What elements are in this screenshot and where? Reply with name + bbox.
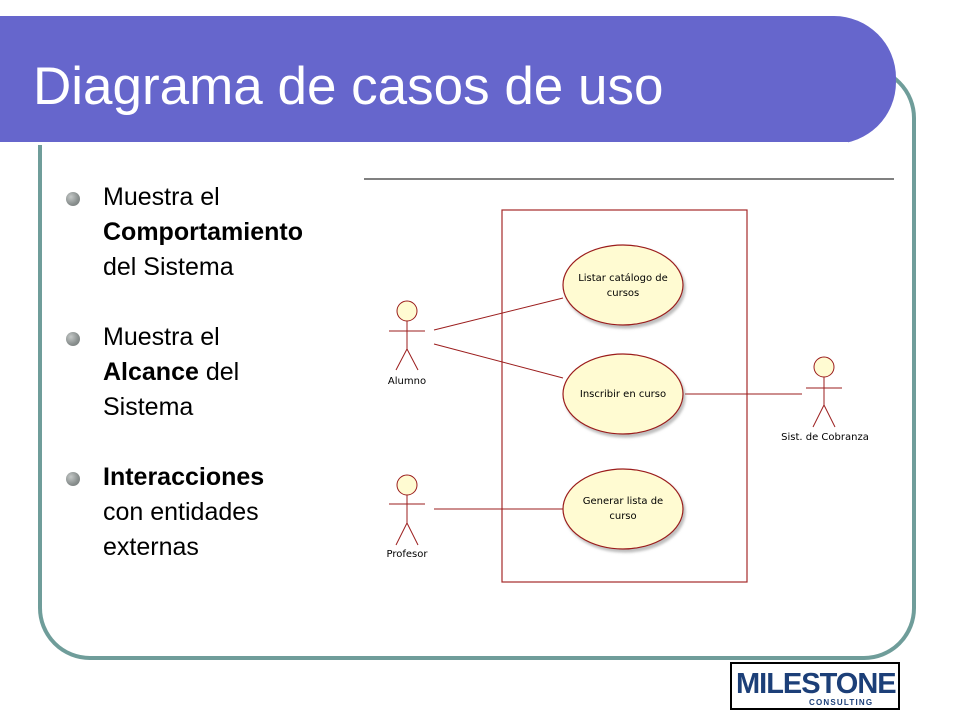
- bullet-text: Muestra el: [103, 183, 220, 211]
- title-band: Diagrama de casos de uso: [0, 16, 896, 145]
- bullet-bold-text: Interacciones: [103, 463, 265, 491]
- logo-wordmark: MILESTONE: [736, 668, 897, 700]
- bullet-item-interacciones: Interacciones con entidades externas: [66, 460, 366, 565]
- bullet-bold-text: Alcance: [103, 358, 199, 386]
- logo-tagline: CONSULTING: [807, 698, 876, 707]
- bullet-text: Sistema: [103, 393, 194, 421]
- bullet-text: del Sistema: [103, 253, 234, 281]
- bullet-bold-text: Comportamiento: [103, 218, 303, 246]
- milestone-logo: MILESTONE CONSULTING: [730, 662, 904, 714]
- bullet-dot-icon: [66, 332, 80, 346]
- bullet-text: externas: [103, 533, 199, 561]
- bullet-item-alcance: Muestra el Alcance del Sistema: [66, 320, 366, 425]
- slide-title: Diagrama de casos de uso: [33, 57, 664, 116]
- bullet-text-line: Comportamiento: [103, 215, 366, 250]
- bullet-text: Muestra el: [103, 323, 220, 351]
- bullet-text: del: [198, 358, 240, 386]
- bullet-dot-icon: [66, 472, 80, 486]
- bullet-dot-icon: [66, 192, 80, 206]
- bullet-text-line: Alcance del: [103, 355, 366, 390]
- bullet-item-comportamiento: Muestra el Comportamiento del Sistema: [66, 180, 366, 285]
- title-underline: [0, 142, 848, 145]
- bullet-text-line: Interacciones: [103, 460, 366, 495]
- bullet-list: Muestra el Comportamiento del Sistema Mu…: [66, 180, 366, 600]
- bullet-text: con entidades: [103, 498, 259, 526]
